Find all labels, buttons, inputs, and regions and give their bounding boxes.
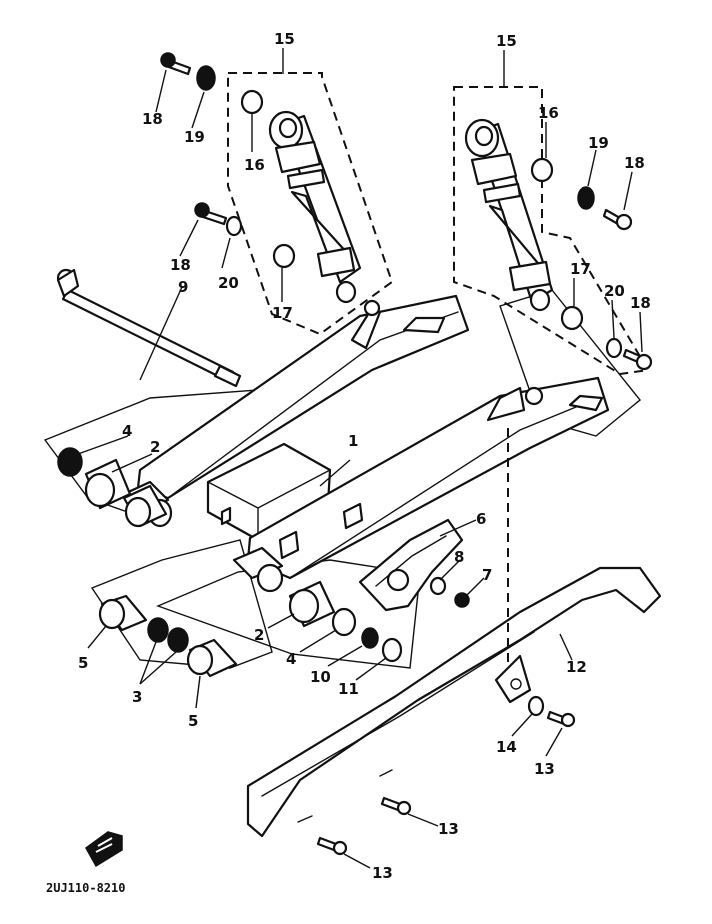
label-20-right: 20 (604, 282, 625, 300)
label-8: 8 (454, 548, 464, 566)
bushing-5-lower-right (186, 638, 238, 678)
bushing-5-upper (122, 484, 168, 528)
screw-13-bottom (316, 836, 348, 856)
washer-19-right (577, 186, 595, 210)
seal-3a (147, 617, 169, 643)
chain-guide (358, 518, 464, 612)
chain-case (246, 566, 662, 838)
label-12: 12 (566, 658, 587, 676)
label-20-left: 20 (218, 274, 239, 292)
washer-10 (361, 627, 379, 649)
shock-absorber-right-group-box (453, 86, 650, 376)
label-11: 11 (338, 680, 359, 698)
screw-13-middle (380, 796, 412, 816)
washer-20-right (605, 337, 623, 359)
washer-20-left (225, 215, 243, 237)
part-labels: 15 15 16 16 17 17 18 18 18 18 19 19 20 2… (78, 30, 651, 882)
collar-16-left (240, 89, 264, 115)
label-6: 6 (476, 510, 486, 528)
bolt-7 (454, 592, 470, 608)
label-2-lower: 2 (254, 626, 264, 644)
shock-absorber-right (464, 118, 554, 312)
seal-4-upper (57, 447, 83, 477)
label-3: 3 (132, 688, 142, 706)
washer-8 (429, 576, 447, 596)
label-19-left: 19 (184, 128, 205, 146)
label-17-left: 17 (272, 304, 293, 322)
label-5-right: 5 (188, 712, 198, 730)
seal-3b (167, 627, 189, 653)
label-17-right: 17 (570, 260, 591, 278)
collar-17-left (272, 243, 296, 269)
label-5-left: 5 (78, 654, 88, 672)
pivot-shaft (56, 268, 242, 388)
screw-13-right (546, 710, 576, 728)
washer-14 (527, 695, 545, 717)
bolt-18-top-left (160, 52, 192, 76)
bushing-2-lower (288, 580, 336, 628)
shock-absorber-left-group-box (227, 72, 394, 336)
label-15-right: 15 (496, 32, 517, 50)
label-14: 14 (496, 738, 517, 756)
label-16-left: 16 (244, 156, 265, 174)
label-18-top-left: 18 (142, 110, 163, 128)
label-13-bottom: 13 (372, 864, 393, 882)
bolt-18-lower-right (622, 348, 653, 371)
leader-lines (77, 48, 643, 869)
collar-16-right (530, 157, 554, 183)
label-13-middle: 13 (438, 820, 459, 838)
collar-17-right (560, 305, 584, 331)
washer-19-top-left (196, 65, 216, 91)
label-16-right: 16 (538, 104, 559, 122)
bushing-2-upper (84, 458, 132, 510)
label-15-left: 15 (274, 30, 295, 48)
diagram-reference-code: 2UJ110-8210 (46, 881, 125, 895)
swingarm (122, 294, 610, 593)
label-7: 7 (482, 566, 492, 584)
label-18-lower-right: 18 (630, 294, 651, 312)
front-direction-icon (85, 831, 123, 868)
label-4-lower: 4 (286, 650, 296, 668)
bolt-18-mid-left (194, 202, 228, 226)
bolt-18-right (602, 208, 633, 231)
bushing-panel-left (90, 539, 273, 669)
label-1: 1 (348, 432, 358, 450)
shock-absorber-left (268, 110, 362, 304)
nut-11 (381, 637, 403, 663)
label-19-right: 19 (588, 134, 609, 152)
label-2-upper: 2 (150, 438, 160, 456)
label-4-upper: 4 (122, 422, 132, 440)
bushing-5-lower-left (98, 594, 148, 632)
label-18-mid-left: 18 (170, 256, 191, 274)
spacer-4-lower (331, 607, 357, 637)
label-9: 9 (178, 278, 188, 296)
label-18-right: 18 (624, 154, 645, 172)
label-13-right: 13 (534, 760, 555, 778)
label-10: 10 (310, 668, 331, 686)
